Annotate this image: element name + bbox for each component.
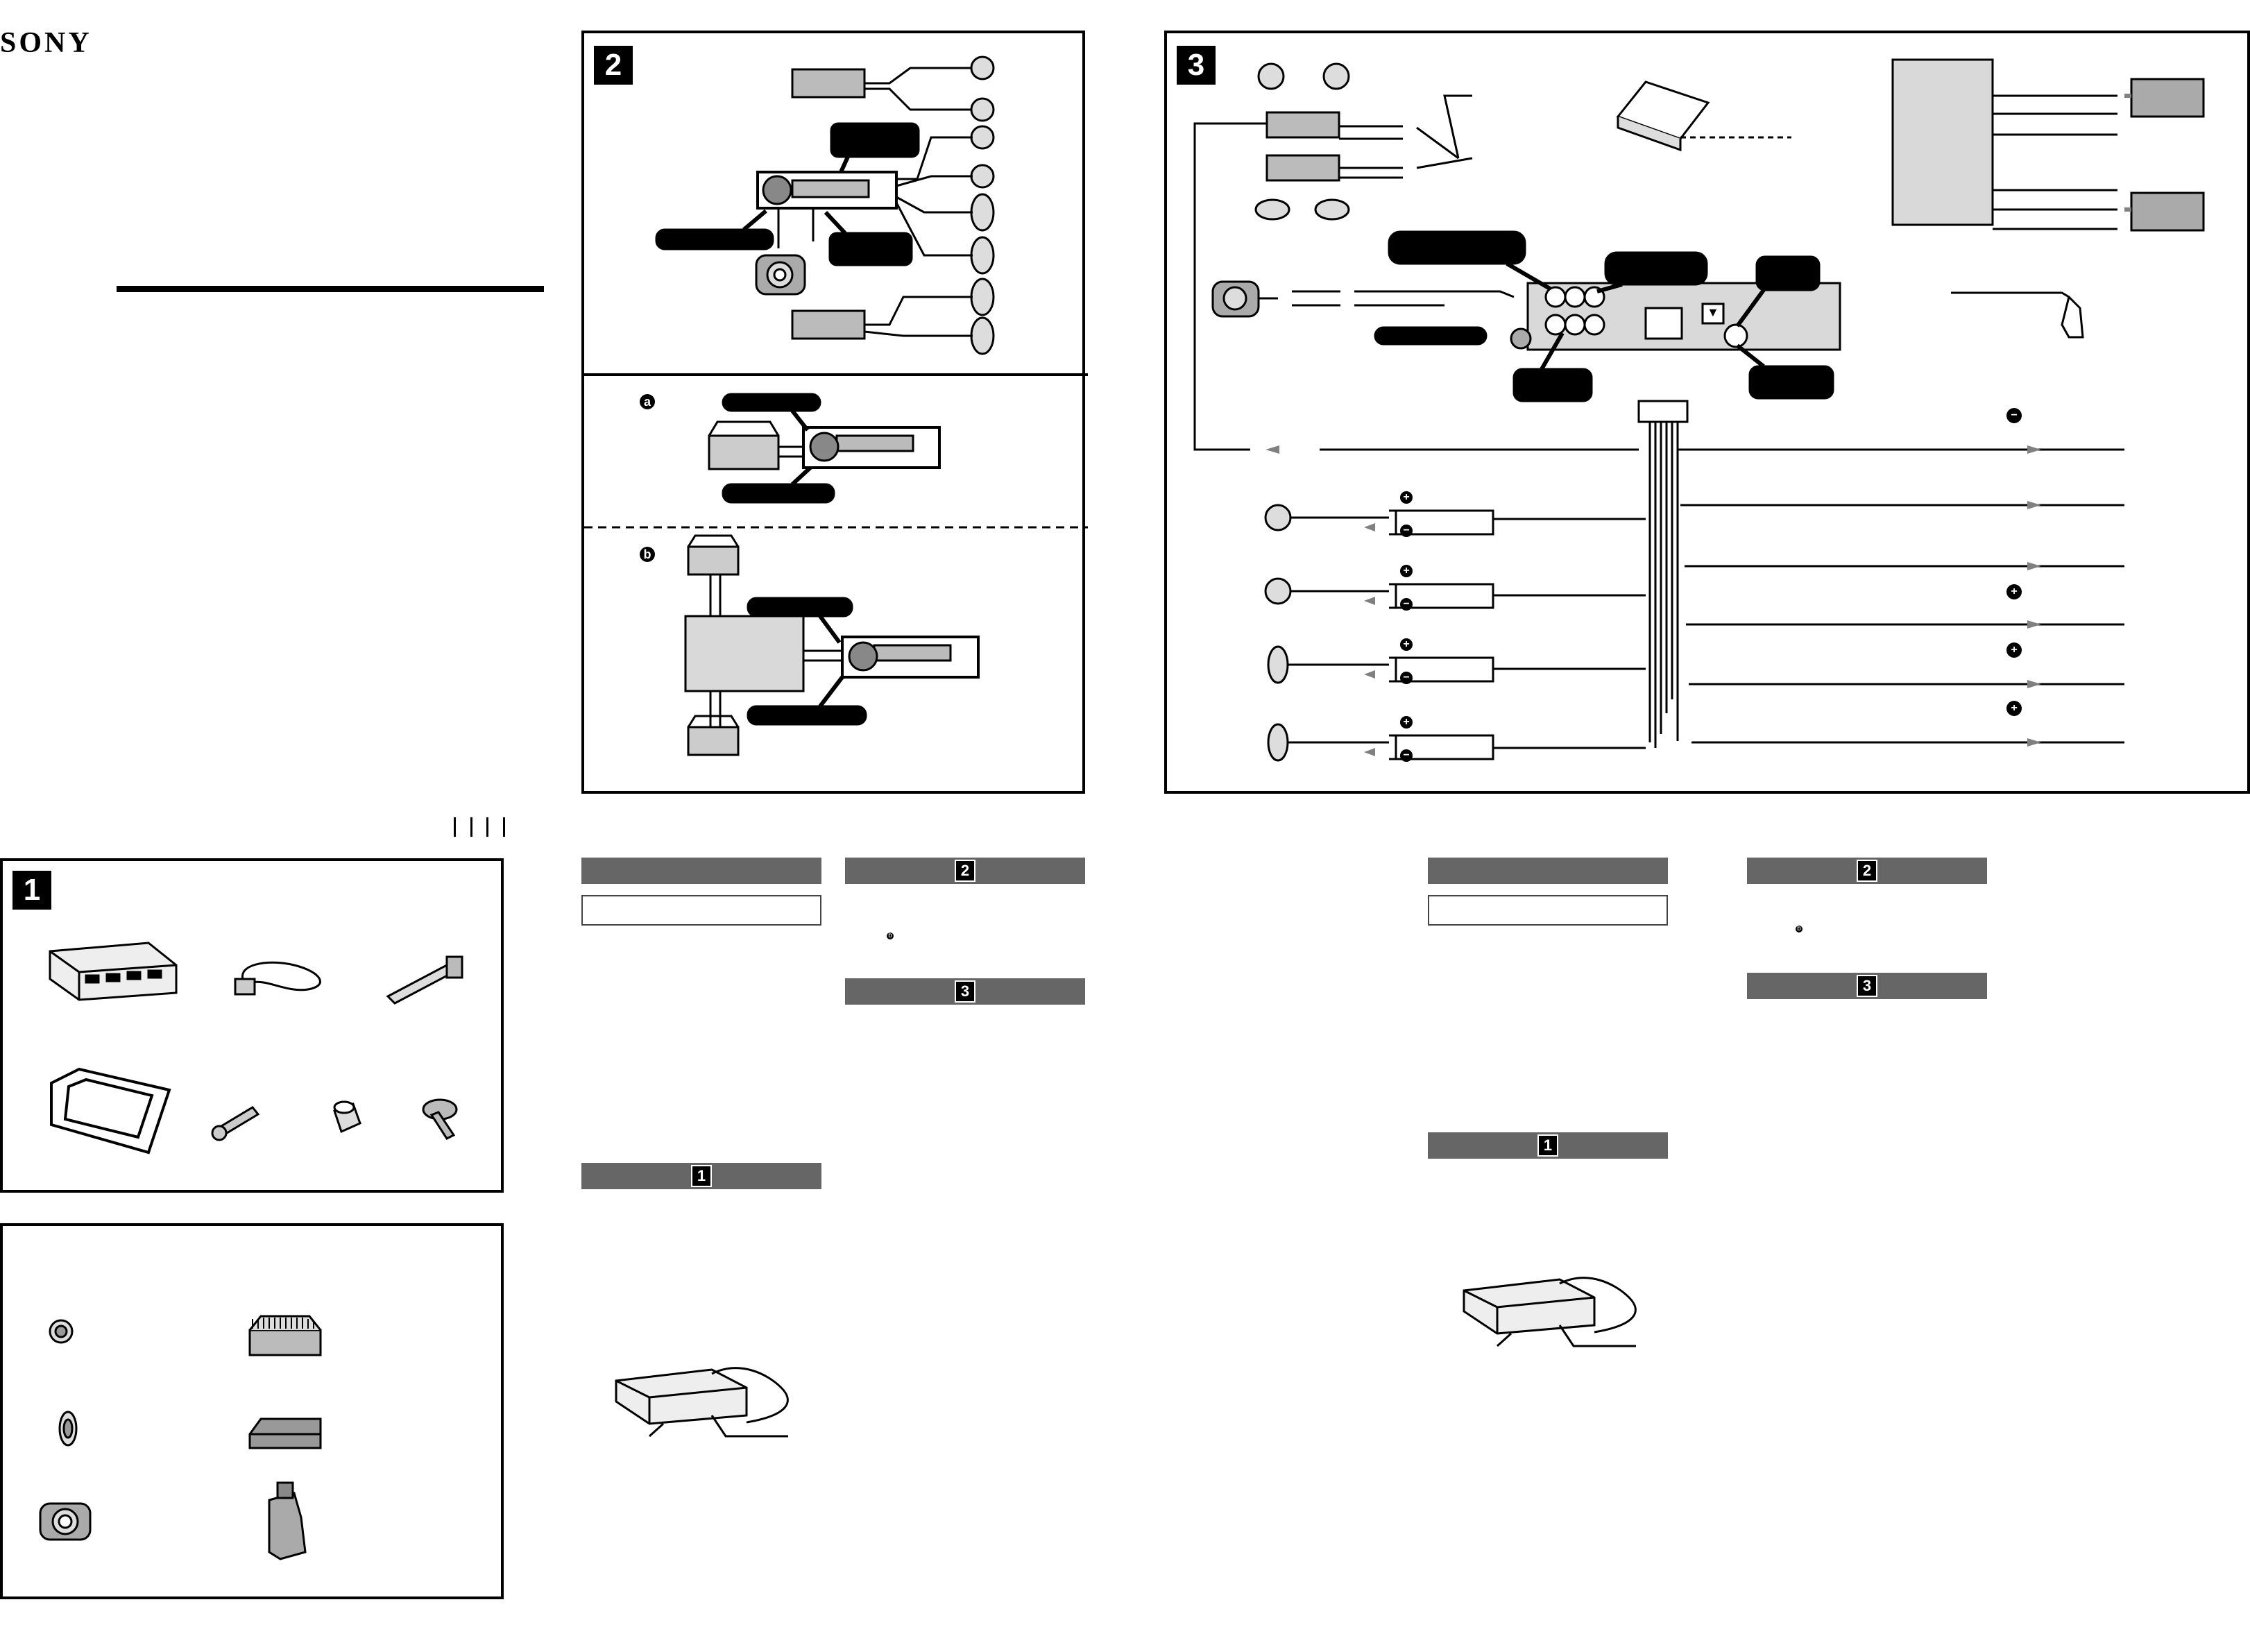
polarity-plus-1: + bbox=[2006, 584, 2022, 599]
section-header-bar bbox=[581, 858, 821, 884]
polarity-plus-2: + bbox=[2006, 642, 2022, 658]
arrow-down-mark: ▼ bbox=[1707, 305, 1719, 319]
speaker-minus-2: − bbox=[1400, 598, 1413, 611]
sub-figure-a-label: a bbox=[640, 394, 655, 409]
section-2-number: 2 bbox=[955, 860, 975, 882]
figure-2-upper bbox=[584, 56, 1088, 756]
section-outline-bar bbox=[581, 895, 821, 926]
section-2-header-2: 2 bbox=[1747, 858, 1987, 884]
release-key-illustration-2 bbox=[1463, 1277, 1637, 1347]
speaker-minus-3: − bbox=[1400, 672, 1413, 684]
section-1-header: 1 bbox=[581, 1163, 821, 1189]
panel-parts-list: 1 bbox=[0, 858, 504, 1193]
section-1-header-2: 1 bbox=[1428, 1132, 1668, 1159]
section-1-number: 1 bbox=[691, 1165, 712, 1187]
polarity-minus-ground: − bbox=[2006, 408, 2022, 423]
legend-illustrations bbox=[39, 1315, 322, 1560]
title-rule bbox=[117, 286, 544, 292]
section-outline-bar-2 bbox=[1428, 895, 1668, 926]
section-2-number-2: 2 bbox=[1857, 860, 1877, 882]
speaker-minus-1: − bbox=[1400, 525, 1413, 537]
speaker-plus-4: + bbox=[1400, 716, 1413, 729]
section-header-bar-2 bbox=[1428, 858, 1668, 884]
panel-system-connection-examples: 2 bbox=[581, 31, 1088, 794]
release-key-illustration bbox=[615, 1367, 789, 1438]
panel-number: 2 bbox=[594, 46, 633, 85]
brand-logo: SONY bbox=[0, 27, 92, 59]
speaker-plus-2: + bbox=[1400, 565, 1413, 577]
figure-3-wiring bbox=[1193, 58, 2205, 762]
polarity-plus-3: + bbox=[2006, 701, 2022, 716]
section-3-header: 3 bbox=[845, 978, 1085, 1005]
speaker-plus-1: + bbox=[1400, 491, 1413, 504]
speaker-plus-3: + bbox=[1400, 638, 1413, 651]
bullet-b-2: b bbox=[1796, 926, 1802, 933]
section-3-header-2: 3 bbox=[1747, 973, 1987, 999]
section-1-number-2: 1 bbox=[1537, 1134, 1558, 1157]
panel-number: 3 bbox=[1177, 46, 1216, 85]
panel-number: 1 bbox=[12, 871, 51, 910]
section-2-header: 2 bbox=[845, 858, 1085, 884]
sub-figure-b-label: b bbox=[640, 547, 655, 562]
section-3-number-2: 3 bbox=[1857, 975, 1877, 997]
speaker-minus-4: − bbox=[1400, 749, 1413, 762]
panel-symbol-legend bbox=[0, 1223, 504, 1599]
page-marks bbox=[454, 817, 505, 837]
bullet-b: b bbox=[887, 933, 894, 939]
panel-wiring-diagram: 3 bbox=[1164, 31, 2250, 794]
parts-illustrations bbox=[49, 942, 463, 1155]
section-3-number: 3 bbox=[955, 980, 975, 1003]
